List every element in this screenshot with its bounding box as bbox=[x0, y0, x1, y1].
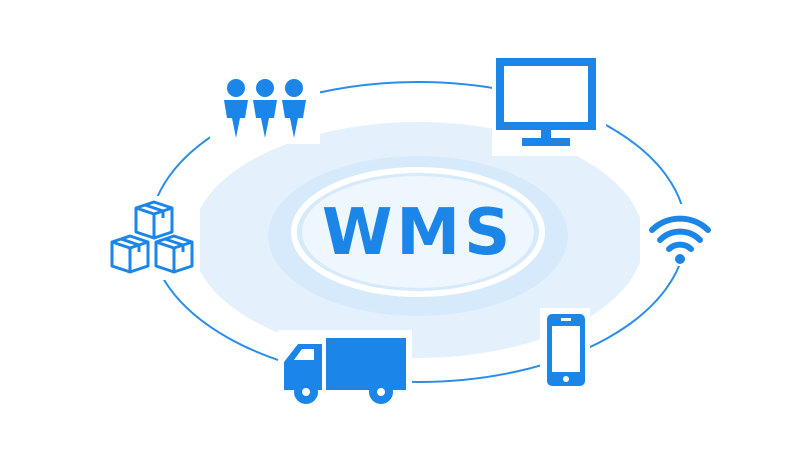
halo-ring bbox=[291, 167, 545, 297]
people-group-icon bbox=[210, 72, 320, 144]
center-label: WMS bbox=[322, 196, 514, 270]
desktop-monitor-icon bbox=[492, 56, 606, 156]
stacked-boxes-icon bbox=[104, 196, 200, 280]
delivery-truck-icon bbox=[278, 330, 412, 406]
wifi-icon bbox=[640, 204, 718, 266]
halo-inner bbox=[302, 176, 534, 288]
smartphone-icon bbox=[540, 308, 590, 394]
center-halo bbox=[192, 122, 644, 358]
